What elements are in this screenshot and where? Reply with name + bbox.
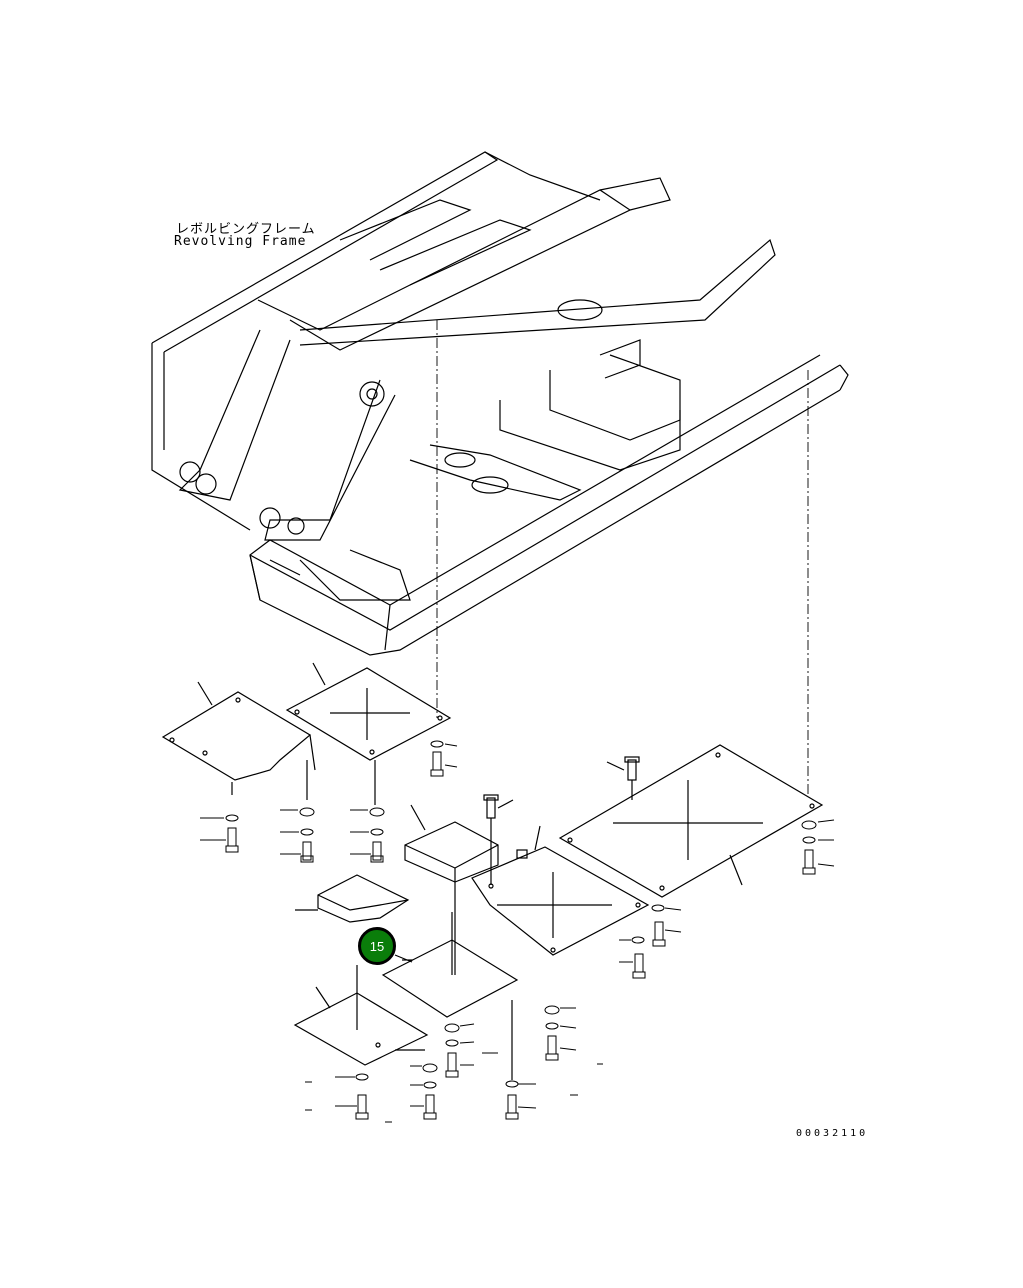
drawing-number: 00032110 bbox=[796, 1128, 869, 1139]
bolt-stack-5 bbox=[801, 819, 835, 875]
spacer-block-lower bbox=[295, 874, 410, 923]
part-callout-15[interactable]: 15 bbox=[358, 927, 396, 965]
cover-plate-upper-center bbox=[285, 662, 452, 805]
bolt-stack-11 bbox=[305, 1073, 392, 1123]
callout-leader bbox=[394, 954, 413, 963]
bolt-stack-3 bbox=[350, 807, 385, 863]
cover-plate-center-right bbox=[471, 825, 650, 956]
bolt-stack-12 bbox=[505, 1080, 578, 1120]
bolt-stack-2 bbox=[280, 807, 315, 863]
bolt-stack-9 bbox=[444, 1023, 498, 1078]
pins bbox=[483, 756, 640, 1080]
frame-label-japanese: レボルビングフレーム bbox=[176, 222, 316, 237]
cover-plate-right-large bbox=[558, 744, 824, 898]
bolt-stack-7 bbox=[619, 936, 646, 979]
revolving-frame-drawing bbox=[151, 151, 849, 656]
bolt-stack-6 bbox=[651, 904, 682, 947]
bolt-stack-8 bbox=[544, 1005, 603, 1065]
frame-label-english: Revolving Frame bbox=[174, 234, 307, 249]
alignment-lines bbox=[436, 320, 809, 795]
bolt-stack-4 bbox=[430, 740, 458, 777]
cover-plate-left bbox=[161, 681, 316, 795]
cover-plate-lower-left bbox=[293, 965, 429, 1066]
bolt-stack-10 bbox=[410, 1063, 438, 1120]
spacer-block-upper bbox=[404, 804, 499, 975]
bolt-stack-1 bbox=[200, 814, 239, 853]
cover-plate-lower-center bbox=[381, 912, 519, 1018]
fasteners bbox=[200, 740, 835, 1123]
